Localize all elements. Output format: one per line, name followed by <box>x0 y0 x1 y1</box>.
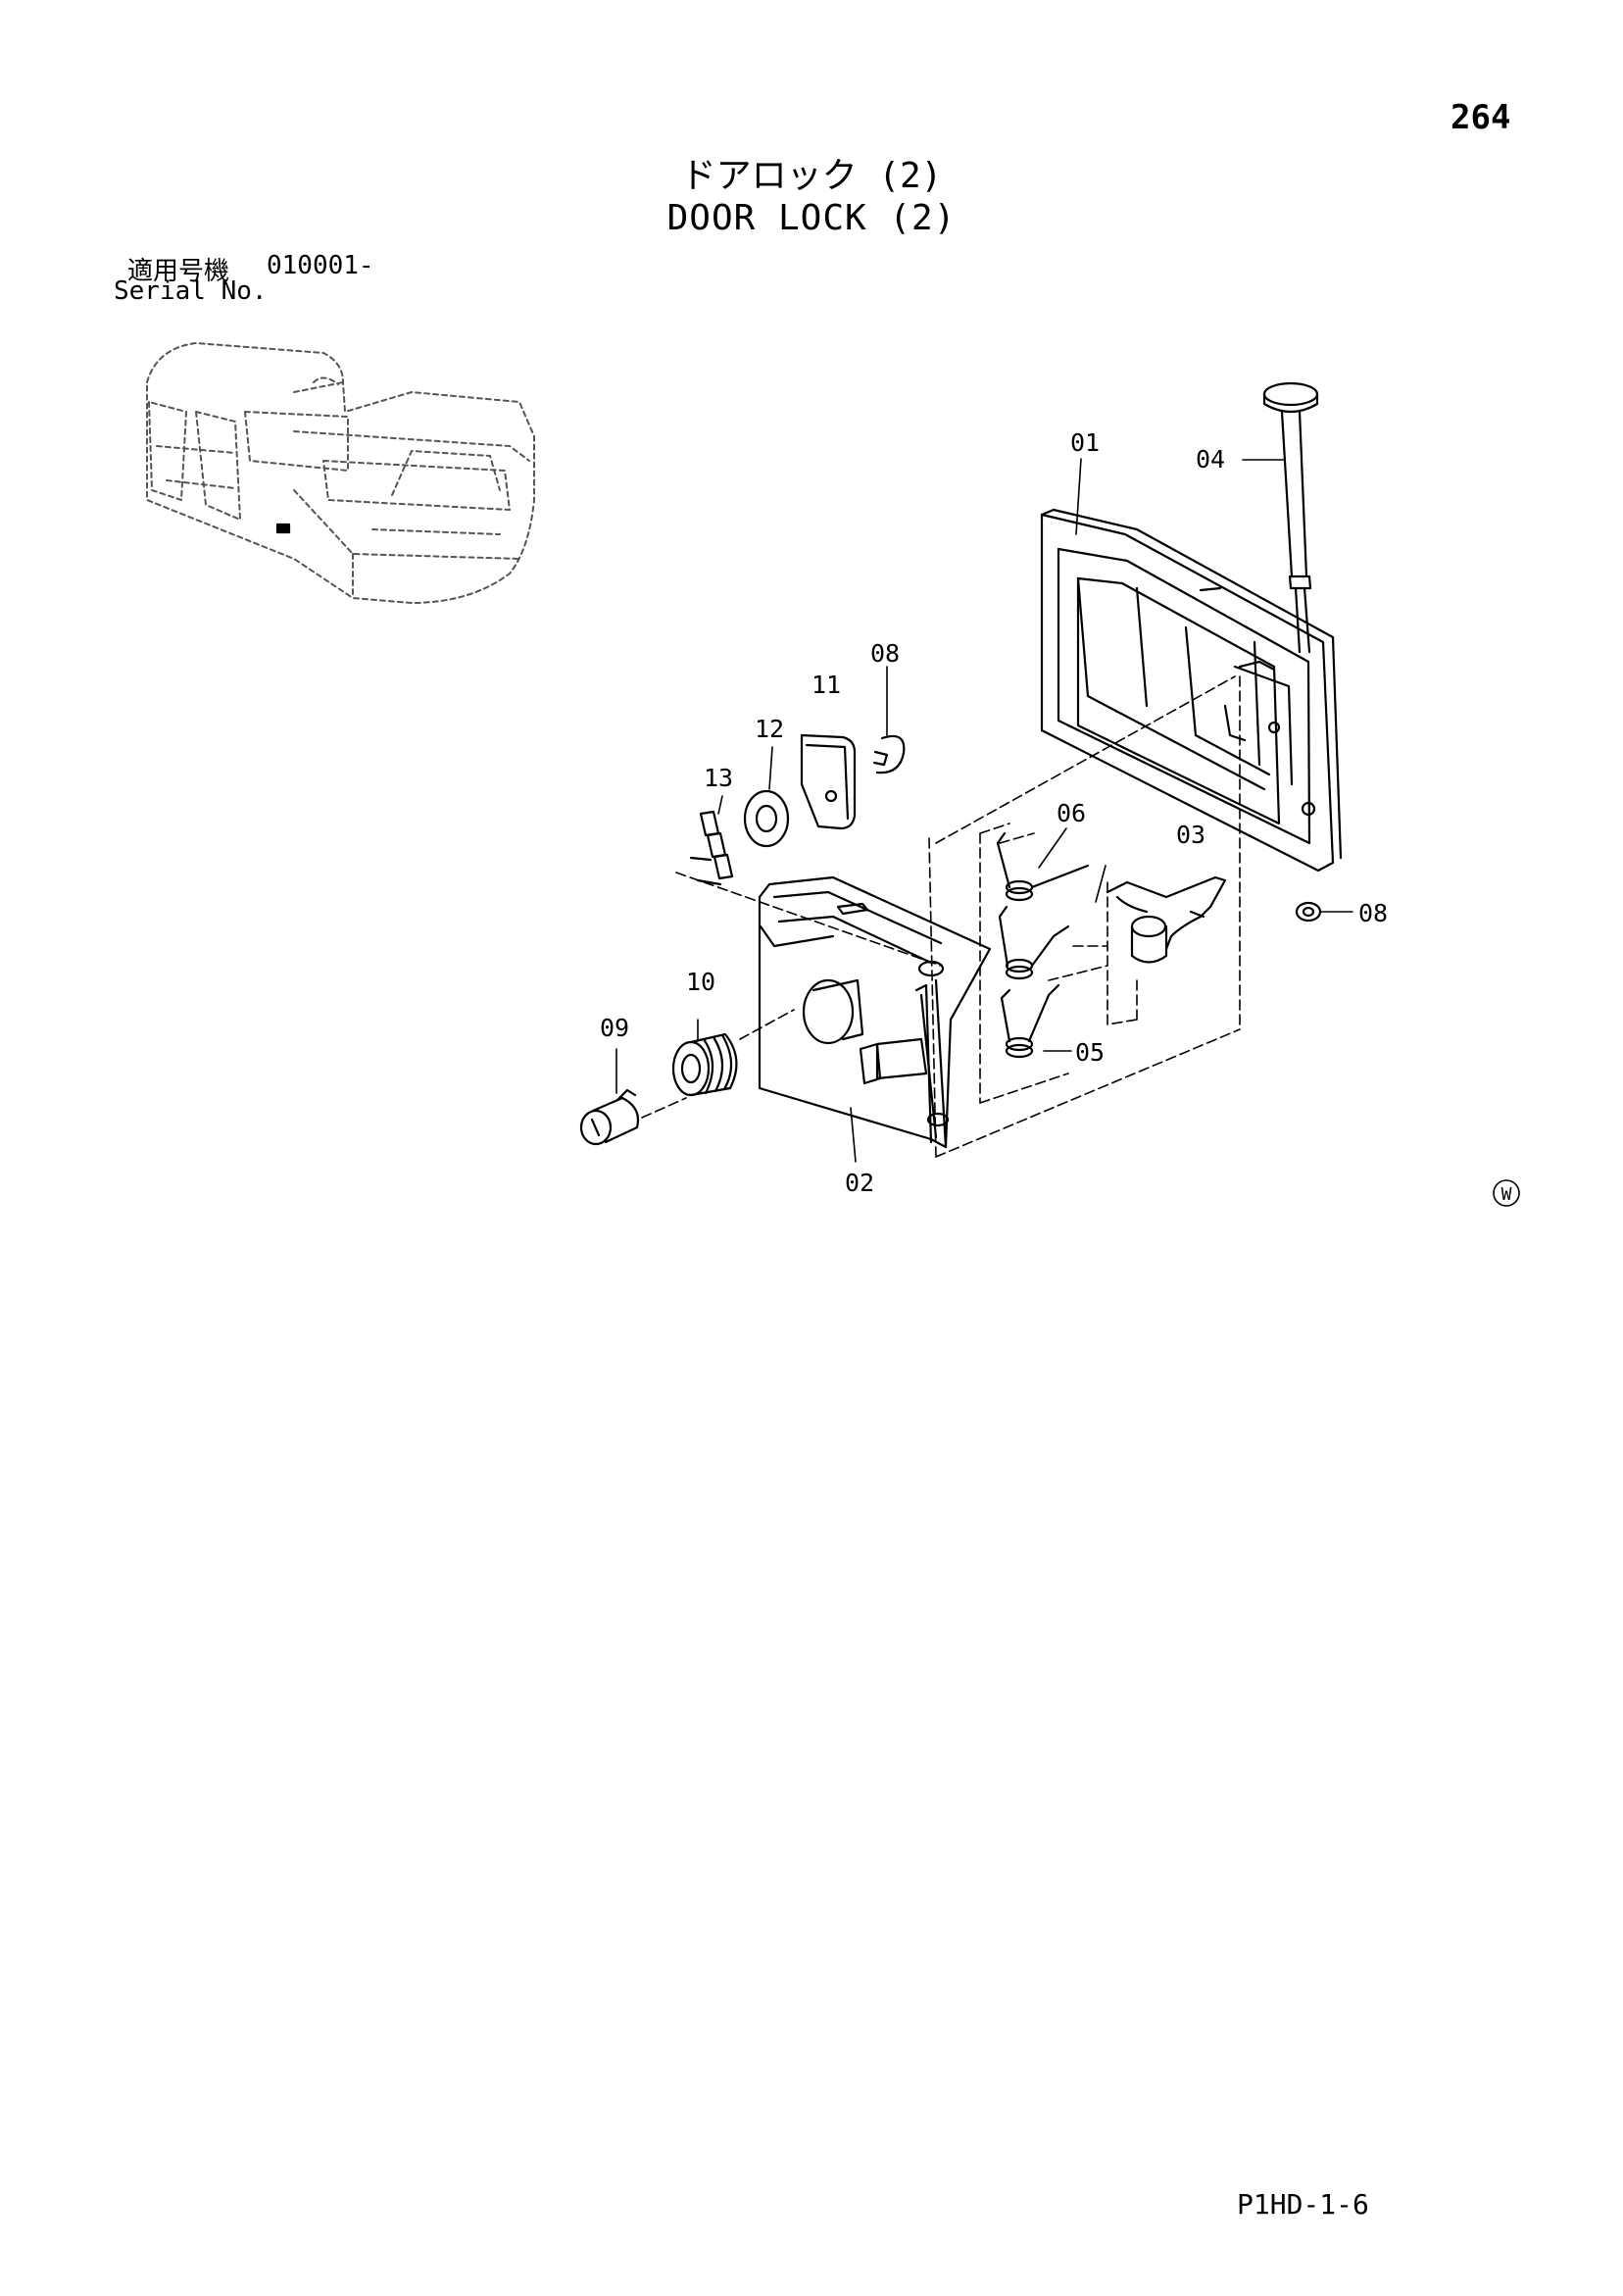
part-04-pin <box>1262 381 1319 654</box>
watermark-letter: W <box>1501 1184 1512 1205</box>
part-09-key-cylinder <box>579 1088 640 1146</box>
door-lock-location-marker <box>275 523 291 534</box>
page-title-japanese: ドアロック (2) <box>680 156 943 196</box>
callout-03: 03 <box>1176 821 1205 849</box>
part-13-clip <box>689 810 734 886</box>
part-11-plate <box>800 733 857 830</box>
callout-13: 13 <box>704 764 733 792</box>
part-06-springs <box>996 831 1090 980</box>
callout-08-lower: 08 <box>1358 899 1388 927</box>
callout-02: 02 <box>845 1169 874 1197</box>
part-10-bushing <box>671 1032 738 1097</box>
serial-label-japanese: 適用号機 <box>127 257 230 286</box>
callout-09: 09 <box>600 1014 629 1042</box>
callout-10: 10 <box>686 968 715 996</box>
part-01-handle-housing <box>1040 508 1343 873</box>
part-03-latch <box>1106 875 1227 964</box>
footer-code: P1HD-1-6 <box>1237 2188 1369 2221</box>
part-12-washer <box>743 789 790 848</box>
callout-04: 04 <box>1196 445 1225 474</box>
callout-12: 12 <box>755 715 784 743</box>
page-title-english: DOOR LOCK (2) <box>666 198 957 238</box>
page-number: 264 <box>1451 98 1511 137</box>
callout-06: 06 <box>1057 799 1086 827</box>
part-08-snap-ring-upper <box>872 734 906 774</box>
callout-11: 11 <box>812 671 841 699</box>
callout-05: 05 <box>1075 1038 1105 1067</box>
assembly-guide-lines <box>641 675 1241 1158</box>
part-05-torsion-spring <box>1000 983 1060 1059</box>
watermark-circle <box>1493 1179 1520 1207</box>
serial-label-english: Serial No. <box>114 276 268 306</box>
serial-range: 010001- <box>267 251 374 280</box>
part-08-snap-ring-lower <box>1295 901 1322 923</box>
callout-01: 01 <box>1070 428 1100 457</box>
excavator-location-icon <box>146 342 535 604</box>
leader-lines <box>615 458 1353 1163</box>
part-02-lock-base <box>758 875 992 1149</box>
callout-08-upper: 08 <box>870 639 900 668</box>
